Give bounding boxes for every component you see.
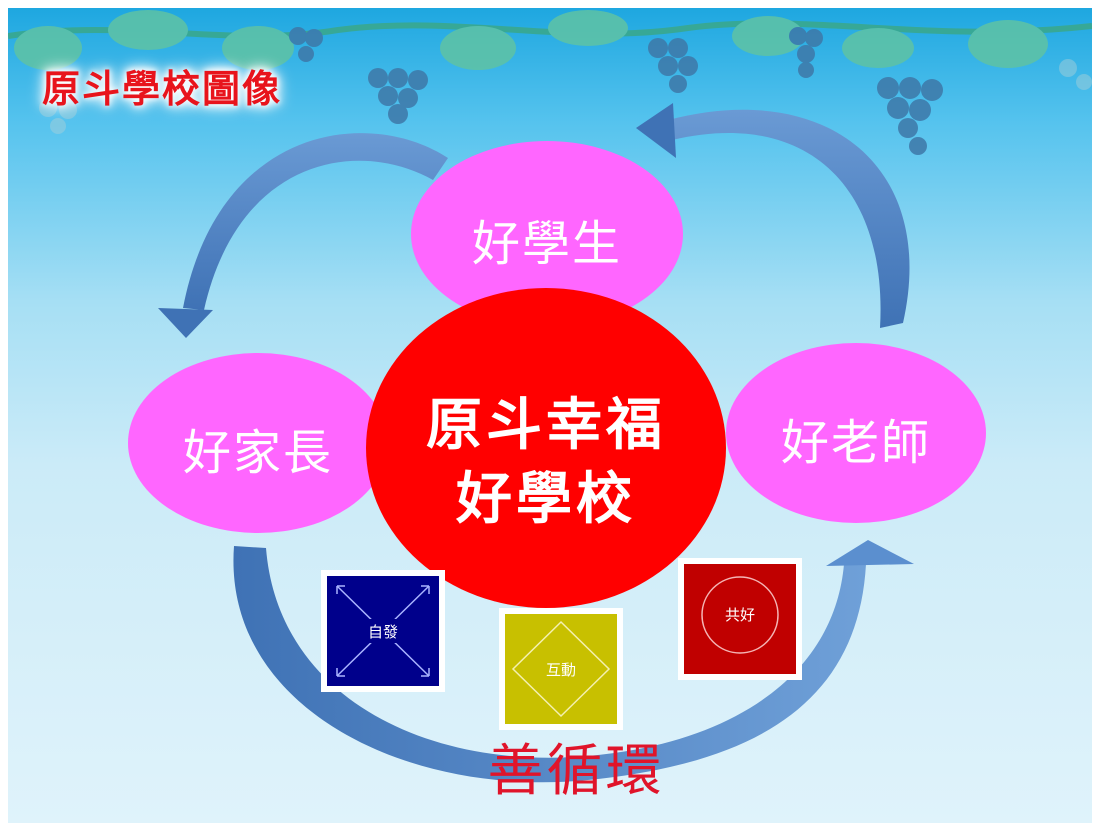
box-self-initiative [321, 570, 445, 692]
node-good-teacher: 好老師 [780, 415, 931, 471]
diagram-art [8, 10, 1092, 783]
box-interaction [499, 608, 623, 730]
circular-arrows-icon [701, 576, 779, 654]
node-good-student-ellipse [411, 141, 683, 327]
box-mutual-good [678, 558, 802, 680]
center-title-line2: 好學校 [456, 467, 636, 532]
slide: 原斗學校圖像 好學生 好家長 好老師 原斗幸福 好學校 自發 互動 共好 善循環 [8, 8, 1092, 823]
diamond-cycle-icon [511, 620, 611, 718]
box-label-mutual-good: 共好 [724, 606, 755, 624]
arrow-top-right [668, 109, 910, 328]
center-circle [366, 288, 726, 608]
node-good-student: 好學生 [471, 216, 622, 272]
node-good-teacher-ellipse [726, 343, 986, 523]
arrow-top-left [183, 133, 448, 310]
node-good-parent-ellipse [128, 353, 388, 533]
box-label-self-initiative: 自發 [367, 623, 398, 641]
node-good-parent: 好家長 [182, 425, 333, 481]
box-label-interaction: 互動 [545, 661, 576, 679]
center-title-line1: 原斗幸福 [426, 393, 666, 458]
cycle-label: 善循環 [487, 739, 665, 804]
slide-title: 原斗學校圖像 [42, 67, 283, 111]
grape-vine-decoration [8, 10, 1092, 155]
